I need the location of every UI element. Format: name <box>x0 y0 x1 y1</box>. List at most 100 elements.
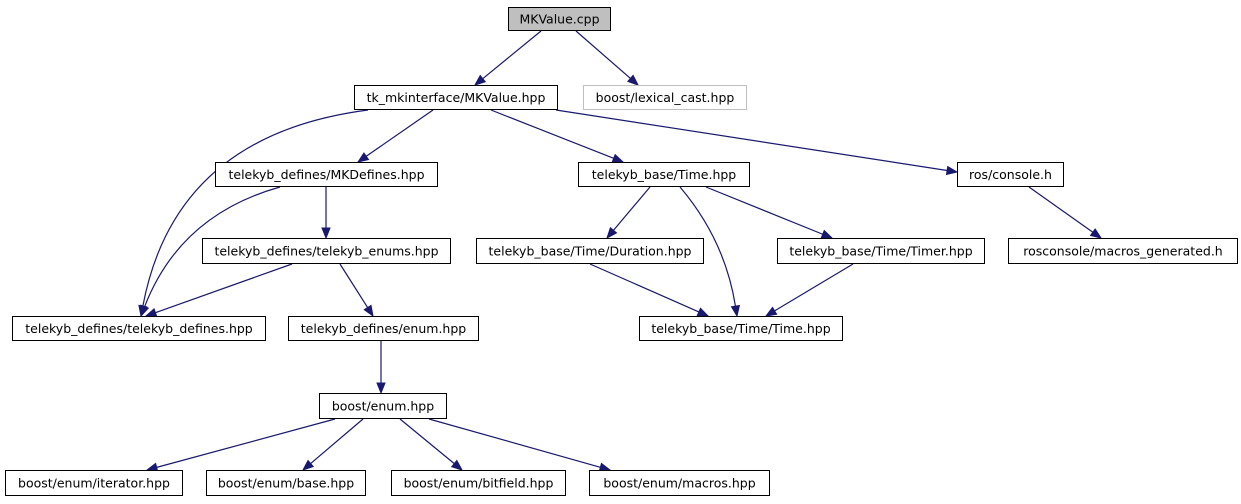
edge-line <box>490 109 614 159</box>
node-label: boost/enum/macros.hpp <box>603 476 755 491</box>
node-console[interactable]: ros/console.h <box>957 162 1064 187</box>
node-time-hpp[interactable]: telekyb_base/Time.hpp <box>578 162 750 187</box>
node-label: MKValue.cpp <box>519 12 599 27</box>
edge-root-to-lexical-cast <box>575 30 640 86</box>
edge-line <box>705 186 823 235</box>
edge-time-hpp-to-timer <box>705 186 834 239</box>
node-duration[interactable]: telekyb_base/Time/Duration.hpp <box>476 238 704 264</box>
node-label: boost/enum/iterator.hpp <box>18 476 170 491</box>
edge-timer-to-time-time <box>764 263 854 317</box>
node-macros-gen[interactable]: rosconsole/macros_generated.h <box>1008 238 1238 264</box>
node-label: telekyb_defines/MKDefines.hpp <box>228 167 424 182</box>
arrowhead <box>321 227 331 240</box>
edge-line <box>339 263 369 308</box>
edge-line <box>482 30 542 80</box>
node-label: telekyb_defines/telekyb_enums.hpp <box>214 244 438 259</box>
edge-line <box>155 263 293 314</box>
node-timer[interactable]: telekyb_base/Time/Timer.hpp <box>777 238 985 264</box>
node-macros[interactable]: boost/enum/macros.hpp <box>589 470 770 496</box>
node-label: tk_mkinterface/MKValue.hpp <box>367 90 546 105</box>
node-box <box>957 162 1064 187</box>
node-box <box>215 162 438 187</box>
node-box <box>578 162 750 187</box>
node-box <box>319 393 447 419</box>
edge-line <box>774 263 854 312</box>
edge-mkdefines-to-enums <box>321 187 331 240</box>
arrowhead <box>301 459 315 471</box>
arrowhead <box>363 304 374 318</box>
edge-line <box>1028 186 1094 233</box>
edge-boost-enum-to-base <box>301 418 364 471</box>
node-label: boost/enum.hpp <box>332 399 434 414</box>
node-label: telekyb_defines/telekyb_defines.hpp <box>25 321 253 336</box>
node-label: ros/console.h <box>969 167 1052 182</box>
node-lexical-cast[interactable]: boost/lexical_cast.hpp <box>583 85 747 110</box>
node-enums[interactable]: telekyb_defines/telekyb_enums.hpp <box>202 238 451 264</box>
arrowhead <box>606 226 618 240</box>
edge-enum-hpp-to-boost-enum <box>376 341 386 395</box>
node-label: telekyb_base/Time/Duration.hpp <box>489 244 692 259</box>
graph-edges <box>138 30 1103 472</box>
edge-mkvalue-hpp-to-time-hpp <box>490 109 625 163</box>
node-box <box>1008 238 1238 264</box>
edge-enums-to-enum-hpp <box>339 263 374 318</box>
edge-mkvalue-hpp-to-tk-defines <box>138 109 369 318</box>
node-mkdefines[interactable]: telekyb_defines/MKDefines.hpp <box>215 162 438 187</box>
node-box <box>288 316 479 341</box>
node-time-time[interactable]: telekyb_base/Time/Time.hpp <box>639 316 843 341</box>
arrowhead <box>598 462 612 472</box>
arrowhead <box>945 165 959 176</box>
edge-time-hpp-to-duration <box>606 186 651 240</box>
node-box <box>589 470 770 496</box>
node-box <box>476 238 704 264</box>
edge-console-to-macros-gen <box>1028 186 1103 239</box>
edge-line <box>589 263 700 313</box>
arrowhead <box>820 229 834 239</box>
edge-line <box>612 186 651 231</box>
arrowhead <box>696 307 710 317</box>
node-box <box>12 316 266 341</box>
edge-line <box>399 418 455 465</box>
node-box <box>391 470 566 496</box>
node-boost-enum[interactable]: boost/enum.hpp <box>319 393 447 419</box>
node-label: telekyb_defines/enum.hpp <box>301 321 467 336</box>
node-tk-defines[interactable]: telekyb_defines/telekyb_defines.hpp <box>12 316 266 341</box>
node-bitfield[interactable]: boost/enum/bitfield.hpp <box>391 470 566 496</box>
node-label: telekyb_base/Time/Time.hpp <box>651 321 830 336</box>
edge-boost-enum-to-bitfield <box>399 418 464 471</box>
node-label: telekyb_base/Time/Timer.hpp <box>789 244 972 259</box>
arrowhead <box>1089 228 1103 239</box>
node-box <box>639 316 843 341</box>
node-box <box>583 85 747 110</box>
edge-line <box>555 109 948 172</box>
arrowhead <box>356 152 370 163</box>
node-mkvalue-hpp[interactable]: tk_mkinterface/MKValue.hpp <box>354 85 558 110</box>
node-base[interactable]: boost/enum/base.hpp <box>206 470 366 496</box>
arrowhead <box>611 153 625 163</box>
arrowhead <box>144 308 158 317</box>
arrowhead <box>730 304 741 318</box>
edge-line <box>310 418 364 464</box>
edge-duration-to-time-time <box>589 263 710 317</box>
edge-mkvalue-hpp-to-console <box>555 109 959 176</box>
edge-mkdefines-to-tk-defines <box>140 186 281 318</box>
edge-line <box>144 186 281 307</box>
edge-line <box>156 418 336 468</box>
edge-enums-to-tk-defines <box>144 263 293 317</box>
edge-line <box>365 109 434 157</box>
arrowhead <box>626 74 640 86</box>
node-enum-hpp[interactable]: telekyb_defines/enum.hpp <box>288 316 479 341</box>
node-box <box>777 238 985 264</box>
arrowhead <box>140 304 150 318</box>
arrowhead <box>764 306 778 317</box>
edge-line <box>428 418 601 468</box>
arrowhead <box>376 382 386 395</box>
node-box <box>354 85 558 110</box>
arrowhead <box>473 74 487 86</box>
node-box <box>508 7 611 31</box>
node-iterator[interactable]: boost/enum/iterator.hpp <box>5 470 183 496</box>
node-label: boost/enum/bitfield.hpp <box>404 476 554 491</box>
node-box <box>202 238 451 264</box>
